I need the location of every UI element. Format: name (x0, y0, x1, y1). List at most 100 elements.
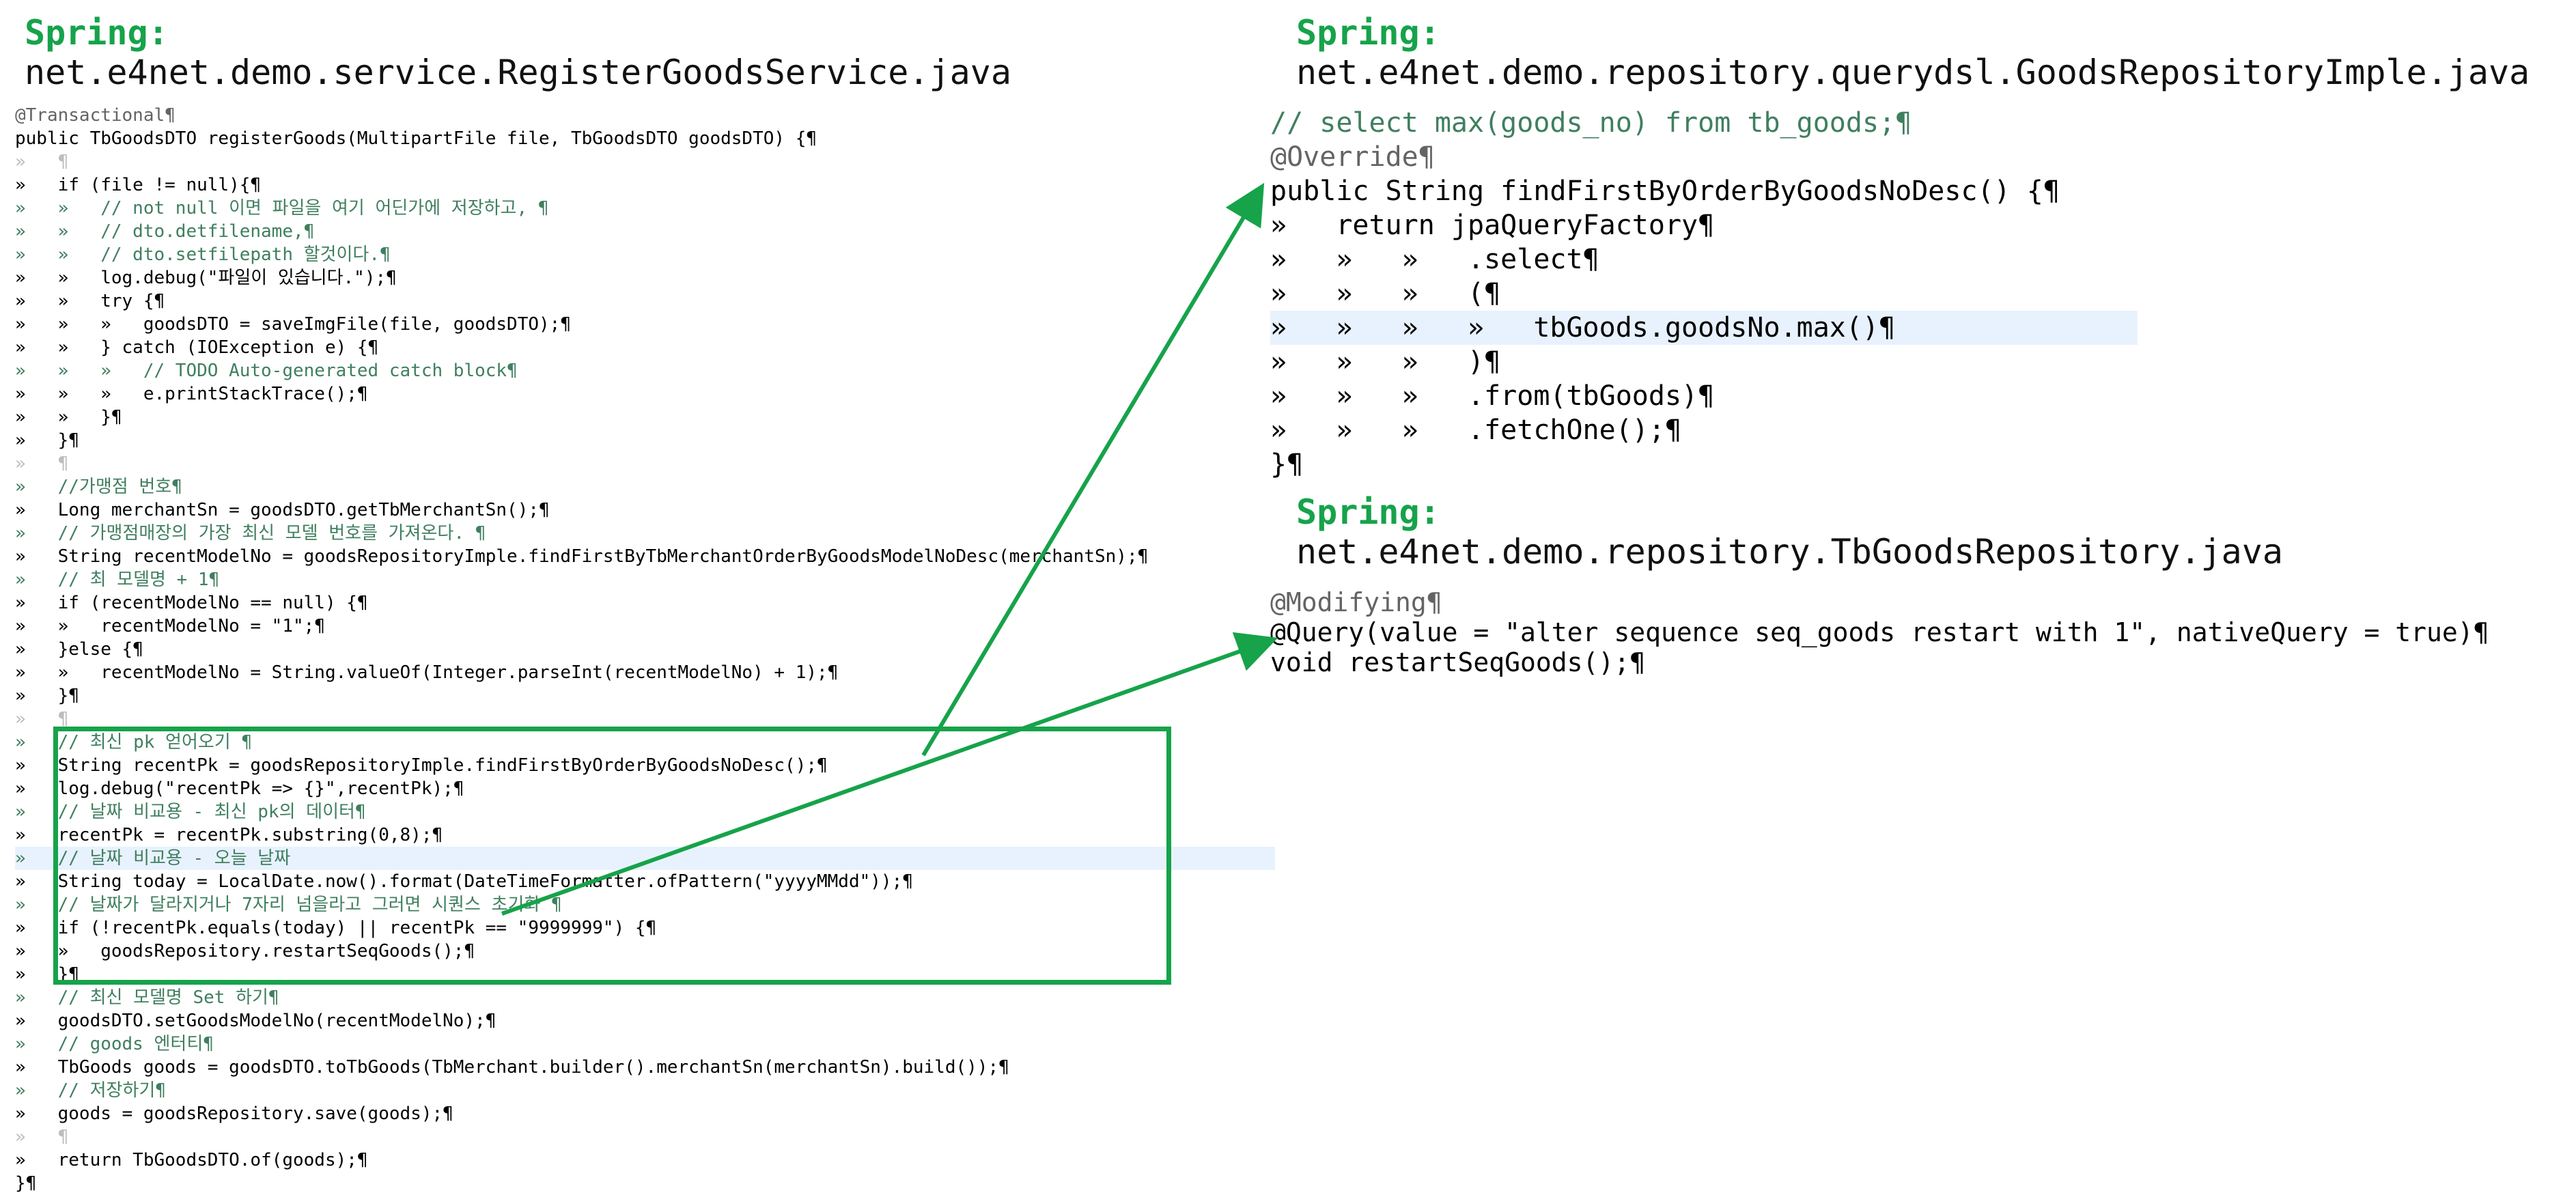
code-line[interactable]: » recentPk = recentPk.substring(0,8);¶ (15, 824, 1275, 847)
tb-goods-repository-editor[interactable]: @Modifying¶@Query(value = "alter sequenc… (1270, 587, 2568, 697)
code-line[interactable]: » » goodsRepository.restartSeqGoods();¶ (15, 940, 1275, 963)
code-line-text: » » » e.printStackTrace();¶ (15, 384, 368, 404)
highlight-box (53, 727, 1171, 985)
code-line-text: » return TbGoodsDTO.of(goods);¶ (15, 1150, 368, 1170)
code-line[interactable]: » » recentModelNo = "1";¶ (15, 615, 1275, 638)
code-line[interactable]: » » log.debug("파일이 있습니다.");¶ (15, 266, 1275, 290)
code-line[interactable]: @Transactional¶ (15, 104, 1275, 127)
code-line[interactable]: » log.debug("recentPk => {}",recentPk);¶ (15, 777, 1275, 800)
code-line-text: » » » .fetchOne();¶ (1270, 414, 1682, 446)
code-line[interactable]: » TbGoods goods = goodsDTO.toTbGoods(TbM… (15, 1056, 1275, 1079)
register-goods-service-editor[interactable]: @Transactional¶public TbGoodsDTO registe… (15, 104, 1275, 1194)
code-line-text: » Long merchantSn = goodsDTO.getTbMercha… (15, 500, 550, 520)
code-line[interactable]: @Modifying¶ (1270, 587, 2568, 617)
code-line-text: » String recentModelNo = goodsRepository… (15, 546, 1149, 567)
code-line-text: @Query(value = "alter sequence seq_goods… (1270, 617, 2489, 647)
code-line[interactable]: » // 최 모델명 + 1¶ (15, 568, 1275, 591)
code-line[interactable]: » » } catch (IOException e) {¶ (15, 336, 1275, 359)
code-line[interactable]: » // 가맹점매장의 가장 최신 모델 번호를 가져온다. ¶ (15, 522, 1275, 545)
code-line-text: » // 저장하기¶ (15, 1080, 166, 1101)
code-line[interactable]: » }else {¶ (15, 638, 1275, 661)
code-line-text: » » log.debug("파일이 있습니다.");¶ (15, 268, 397, 288)
code-line-text: » » » » tbGoods.goodsNo.max()¶ (1270, 312, 1896, 343)
code-line[interactable]: » » » e.printStackTrace();¶ (15, 382, 1275, 406)
code-line[interactable]: » // goods 엔터티¶ (15, 1032, 1275, 1056)
code-line[interactable]: » goods = goodsRepository.save(goods);¶ (15, 1102, 1275, 1125)
right-bottom-panel-filename: net.e4net.demo.repository.TbGoodsReposit… (1296, 532, 2283, 572)
code-line-text: » ¶ (15, 709, 69, 729)
code-line-text: » ¶ (15, 152, 69, 172)
code-line[interactable]: » » // dto.setfilepath 할것이다.¶ (15, 243, 1275, 266)
code-line-text: » }else {¶ (15, 639, 143, 660)
code-line[interactable]: » » » goodsDTO = saveImgFile(file, goods… (15, 313, 1275, 336)
left-panel-filename: net.e4net.demo.service.RegisterGoodsServ… (25, 53, 1011, 92)
code-line[interactable]: void restartSeqGoods();¶ (1270, 647, 2568, 677)
code-line[interactable]: » » » » tbGoods.goodsNo.max()¶ (1270, 311, 2138, 345)
code-line[interactable]: }¶ (1270, 447, 2568, 481)
code-line[interactable]: » return jpaQueryFactory¶ (1270, 208, 2568, 242)
code-line-text: » » goodsRepository.restartSeqGoods();¶ (15, 941, 475, 961)
code-line-text: » //가맹점 번호¶ (15, 477, 182, 497)
code-line[interactable]: » if (!recentPk.equals(today) || recentP… (15, 916, 1275, 940)
code-line-text: » if (file != null){¶ (15, 175, 262, 195)
goods-repository-imple-editor[interactable]: // select max(goods_no) from tb_goods;¶@… (1270, 106, 2568, 488)
code-line[interactable]: // select max(goods_no) from tb_goods;¶ (1270, 106, 2568, 140)
code-line[interactable]: » » » .select¶ (1270, 242, 2568, 277)
code-line[interactable]: » » » .from(tbGoods)¶ (1270, 379, 2568, 413)
code-line[interactable]: » » try {¶ (15, 290, 1275, 313)
code-line[interactable]: » // 저장하기¶ (15, 1079, 1275, 1102)
code-line-text: }¶ (1270, 449, 1304, 480)
code-line-text: » log.debug("recentPk => {}",recentPk);¶ (15, 778, 464, 799)
code-line[interactable]: » » » // TODO Auto-generated catch block… (15, 359, 1275, 382)
code-line[interactable]: » » }¶ (15, 406, 1275, 429)
code-line[interactable]: » ¶ (15, 707, 1275, 731)
code-line[interactable]: » » » (¶ (1270, 277, 2568, 311)
code-line-text: » // 최신 pk 얻어오기 ¶ (15, 732, 253, 753)
code-line-text: » » // dto.setfilepath 할것이다.¶ (15, 244, 391, 265)
code-line[interactable]: » ¶ (15, 1125, 1275, 1149)
code-line-text: » // 가맹점매장의 가장 최신 모델 번호를 가져온다. ¶ (15, 523, 486, 544)
code-line[interactable]: » Long merchantSn = goodsDTO.getTbMercha… (15, 498, 1275, 522)
code-line[interactable]: » ¶ (15, 452, 1275, 475)
code-line[interactable]: » return TbGoodsDTO.of(goods);¶ (15, 1149, 1275, 1172)
code-line-text: » » » goodsDTO = saveImgFile(file, goods… (15, 314, 571, 335)
code-line-text: » // 최신 모델명 Set 하기¶ (15, 987, 279, 1008)
code-line[interactable]: » // 최신 모델명 Set 하기¶ (15, 986, 1275, 1009)
code-line[interactable]: » // 날짜 비교용 - 최신 pk의 데이터¶ (15, 800, 1275, 824)
code-line-text: » » }¶ (15, 407, 122, 427)
right-bottom-panel-label: Spring: (1296, 492, 1440, 532)
code-line[interactable]: » » » )¶ (1270, 345, 2568, 379)
code-line[interactable]: » }¶ (15, 429, 1275, 452)
code-line-text: » // 날짜 비교용 - 최신 pk의 데이터¶ (15, 802, 366, 822)
code-line[interactable]: }¶ (15, 1172, 1275, 1195)
code-line-text: » » } catch (IOException e) {¶ (15, 337, 379, 358)
code-line[interactable]: public TbGoodsDTO registerGoods(Multipar… (15, 127, 1275, 150)
code-line[interactable]: » //가맹점 번호¶ (15, 475, 1275, 498)
code-line-text: @Modifying¶ (1270, 587, 1442, 617)
code-line-text: » » // not null 이면 파일을 여기 어딘가에 저장하고, ¶ (15, 198, 549, 219)
code-line[interactable]: @Override¶ (1270, 140, 2568, 174)
code-line[interactable]: » if (recentModelNo == null) {¶ (15, 591, 1275, 615)
left-panel-label: Spring: (25, 13, 169, 53)
code-line[interactable]: » goodsDTO.setGoodsModelNo(recentModelNo… (15, 1009, 1275, 1032)
code-line[interactable]: » String recentModelNo = goodsRepository… (15, 545, 1275, 568)
code-line[interactable]: » if (file != null){¶ (15, 173, 1275, 197)
code-line-text: » // 날짜 비교용 - 오늘 날짜 (15, 848, 291, 869)
code-line-text: » » try {¶ (15, 291, 165, 311)
code-line-text: » goods = goodsRepository.save(goods);¶ (15, 1103, 453, 1124)
code-line-text: » » » // TODO Auto-generated catch block… (15, 361, 518, 381)
code-line[interactable]: » }¶ (15, 684, 1275, 707)
code-line-text: }¶ (15, 1173, 37, 1194)
code-line[interactable]: » ¶ (15, 150, 1275, 173)
code-line-text: » » » )¶ (1270, 346, 1501, 378)
code-line[interactable]: » » // not null 이면 파일을 여기 어딘가에 저장하고, ¶ (15, 197, 1275, 220)
code-line[interactable]: » » recentModelNo = String.valueOf(Integ… (15, 661, 1275, 684)
code-line-text: » ¶ (15, 453, 69, 474)
code-line[interactable]: @Query(value = "alter sequence seq_goods… (1270, 617, 2568, 647)
code-line[interactable]: » // 최신 pk 얻어오기 ¶ (15, 731, 1275, 754)
code-line[interactable]: » » » .fetchOne();¶ (1270, 413, 2568, 447)
code-line[interactable]: » » // dto.detfilename,¶ (15, 220, 1275, 243)
code-line[interactable]: public String findFirstByOrderByGoodsNoD… (1270, 174, 2568, 208)
right-top-panel-label: Spring: (1296, 13, 1440, 53)
code-line-text: » // 최 모델명 + 1¶ (15, 570, 220, 590)
